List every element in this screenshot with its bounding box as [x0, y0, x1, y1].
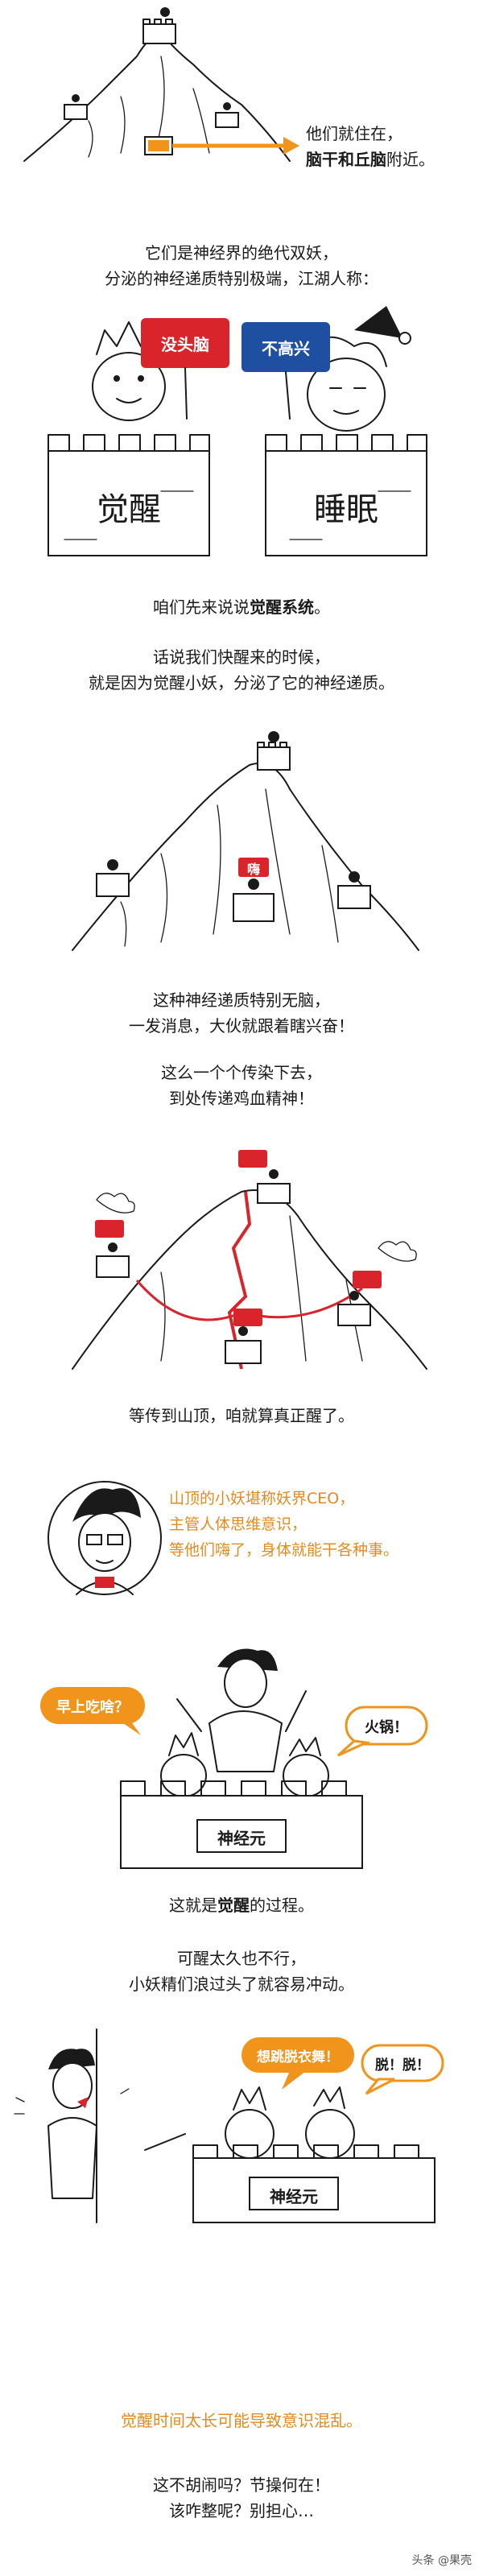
wall-label-awake: 觉醒 [97, 491, 161, 528]
ceo-portrait [47, 1481, 162, 1595]
wall-label-neuron: 神经元 [217, 1829, 266, 1848]
caption-two-demons: 它们是神经界的绝代双妖， 分泌的神经递质特别极端，江湖人称： [105, 243, 378, 288]
bubble-off: 脱！脱！ [375, 2057, 430, 2074]
caption-location: 他们就住在， 脑干和丘脑附近。 [306, 124, 435, 169]
bubble-hotpot: 火锅！ [365, 1719, 408, 1736]
caption-confusion: 觉醒时间太长可能导致意识混乱。 [121, 2411, 362, 2430]
ceo-description: 山顶的小妖堪称妖界CEO， 主管人体思维意识， 等他们嗨了，身体就能干各种事。 [169, 1490, 399, 1559]
bubble-breakfast: 早上吃啥？ [56, 1699, 129, 1716]
sign-bugaoxing: 不高兴 [262, 339, 310, 358]
bubble-dance: 想跳脱衣舞！ [257, 2049, 339, 2065]
caption-what-to-do: 这不胡闹吗？节操何在！ 该咋整呢？别担心… [153, 2475, 330, 2520]
impulsive-demons-illustration [14, 2028, 444, 2223]
demons-chatting-illustration [40, 1648, 428, 1869]
caption-awake-system: 咱们先来说说觉醒系统。 [153, 597, 330, 617]
caption-awake-process: 这就是觉醒的过程。 [169, 1896, 314, 1915]
mountain-illustration-spread [72, 1150, 427, 1370]
caption-spread: 这么一个个传染下去， 到处传递鸡血精神！ [161, 1063, 322, 1108]
wall-label-sleep: 睡眠 [314, 491, 378, 528]
two-demons-illustration [47, 306, 427, 556]
sign-meiyounao: 没头脑 [161, 335, 209, 354]
hi-sign: 嗨 [246, 862, 260, 877]
caption-too-long: 可醒太久也不行， 小妖精们浪过头了就容易冲动。 [129, 1949, 354, 1994]
caption-summit: 等传到山顶，咱就算真正醒了。 [129, 1406, 354, 1425]
wall-label-neuron-2: 神经元 [270, 2187, 318, 2206]
watermark: 头条 @果壳 [411, 2554, 472, 2567]
caption-wakeup: 话说我们快醒来的时候， 就是因为觉醒小妖，分泌了它的神经递质。 [89, 647, 394, 693]
caption-brainless: 这种神经递质特别无脑， 一发消息，大伙就跟着瞎兴奋！ [129, 990, 354, 1036]
mountain-illustration-one-signal [72, 731, 419, 951]
mountain-illustration-top [23, 7, 299, 162]
